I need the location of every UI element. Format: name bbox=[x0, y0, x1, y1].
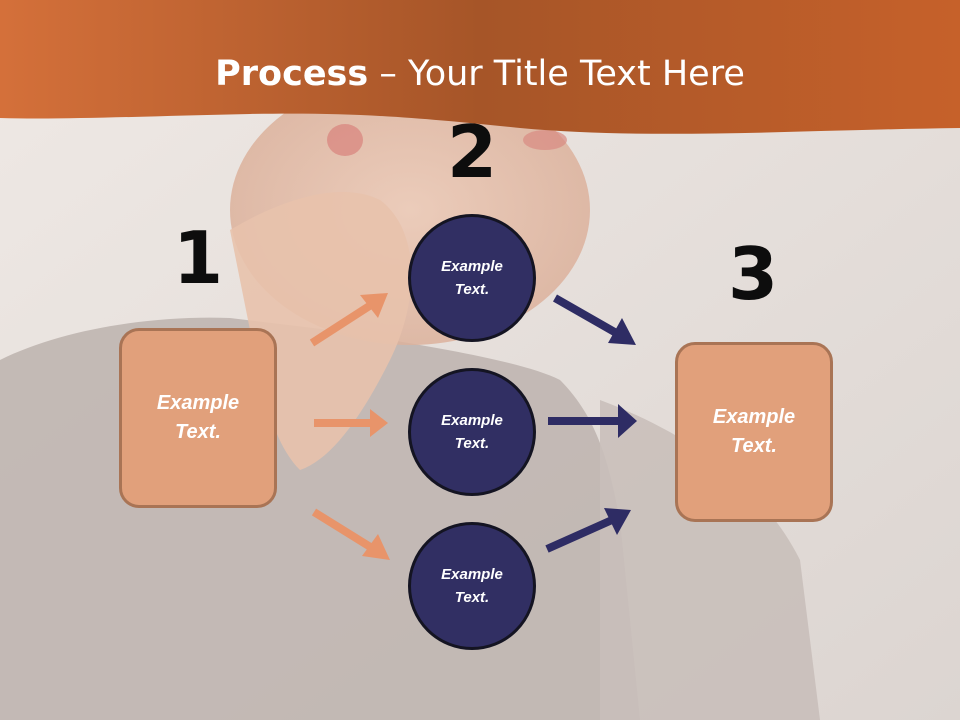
circle-3: Example Text. bbox=[408, 522, 536, 650]
arrow-from-circle-3 bbox=[545, 508, 631, 553]
circle-3-line-2: Text. bbox=[454, 589, 490, 606]
photo-shoulder-shape bbox=[600, 400, 820, 720]
arrow-from-circle-2 bbox=[548, 404, 637, 438]
right-box-line-1: Example bbox=[712, 406, 796, 428]
circle-1-line-2: Text. bbox=[454, 281, 490, 298]
photo-mouth-shape bbox=[523, 130, 567, 150]
left-box-line-2: Text. bbox=[175, 421, 221, 443]
left-box-line-1: Example bbox=[156, 392, 240, 414]
title-rest: – Your Title Text Here bbox=[368, 54, 745, 94]
circle-1-line-1: Example bbox=[441, 258, 503, 275]
circle-2-line-2: Text. bbox=[454, 435, 490, 452]
circle-3-line-1: Example bbox=[441, 566, 503, 583]
circle-2-line-1: Example bbox=[441, 412, 503, 429]
circle-2: Example Text. bbox=[408, 368, 536, 496]
arrow-to-circle-3 bbox=[311, 508, 390, 560]
step-number-1: 1 bbox=[172, 216, 224, 300]
slide-title: Process – Your Title Text Here bbox=[0, 52, 960, 96]
title-bold: Process bbox=[215, 54, 369, 94]
right-box: Example Text. bbox=[675, 342, 833, 522]
step-number-2: 2 bbox=[446, 110, 498, 194]
right-box-line-2: Text. bbox=[731, 435, 777, 457]
left-box: Example Text. bbox=[119, 328, 277, 508]
circle-1: Example Text. bbox=[408, 214, 536, 342]
photo-fingernail-shape bbox=[327, 124, 363, 156]
arrow-to-circle-2 bbox=[314, 409, 388, 437]
header-band bbox=[0, 0, 960, 134]
step-number-3: 3 bbox=[727, 232, 779, 316]
arrow-from-circle-1 bbox=[553, 294, 636, 345]
arrow-to-circle-1 bbox=[309, 293, 388, 347]
